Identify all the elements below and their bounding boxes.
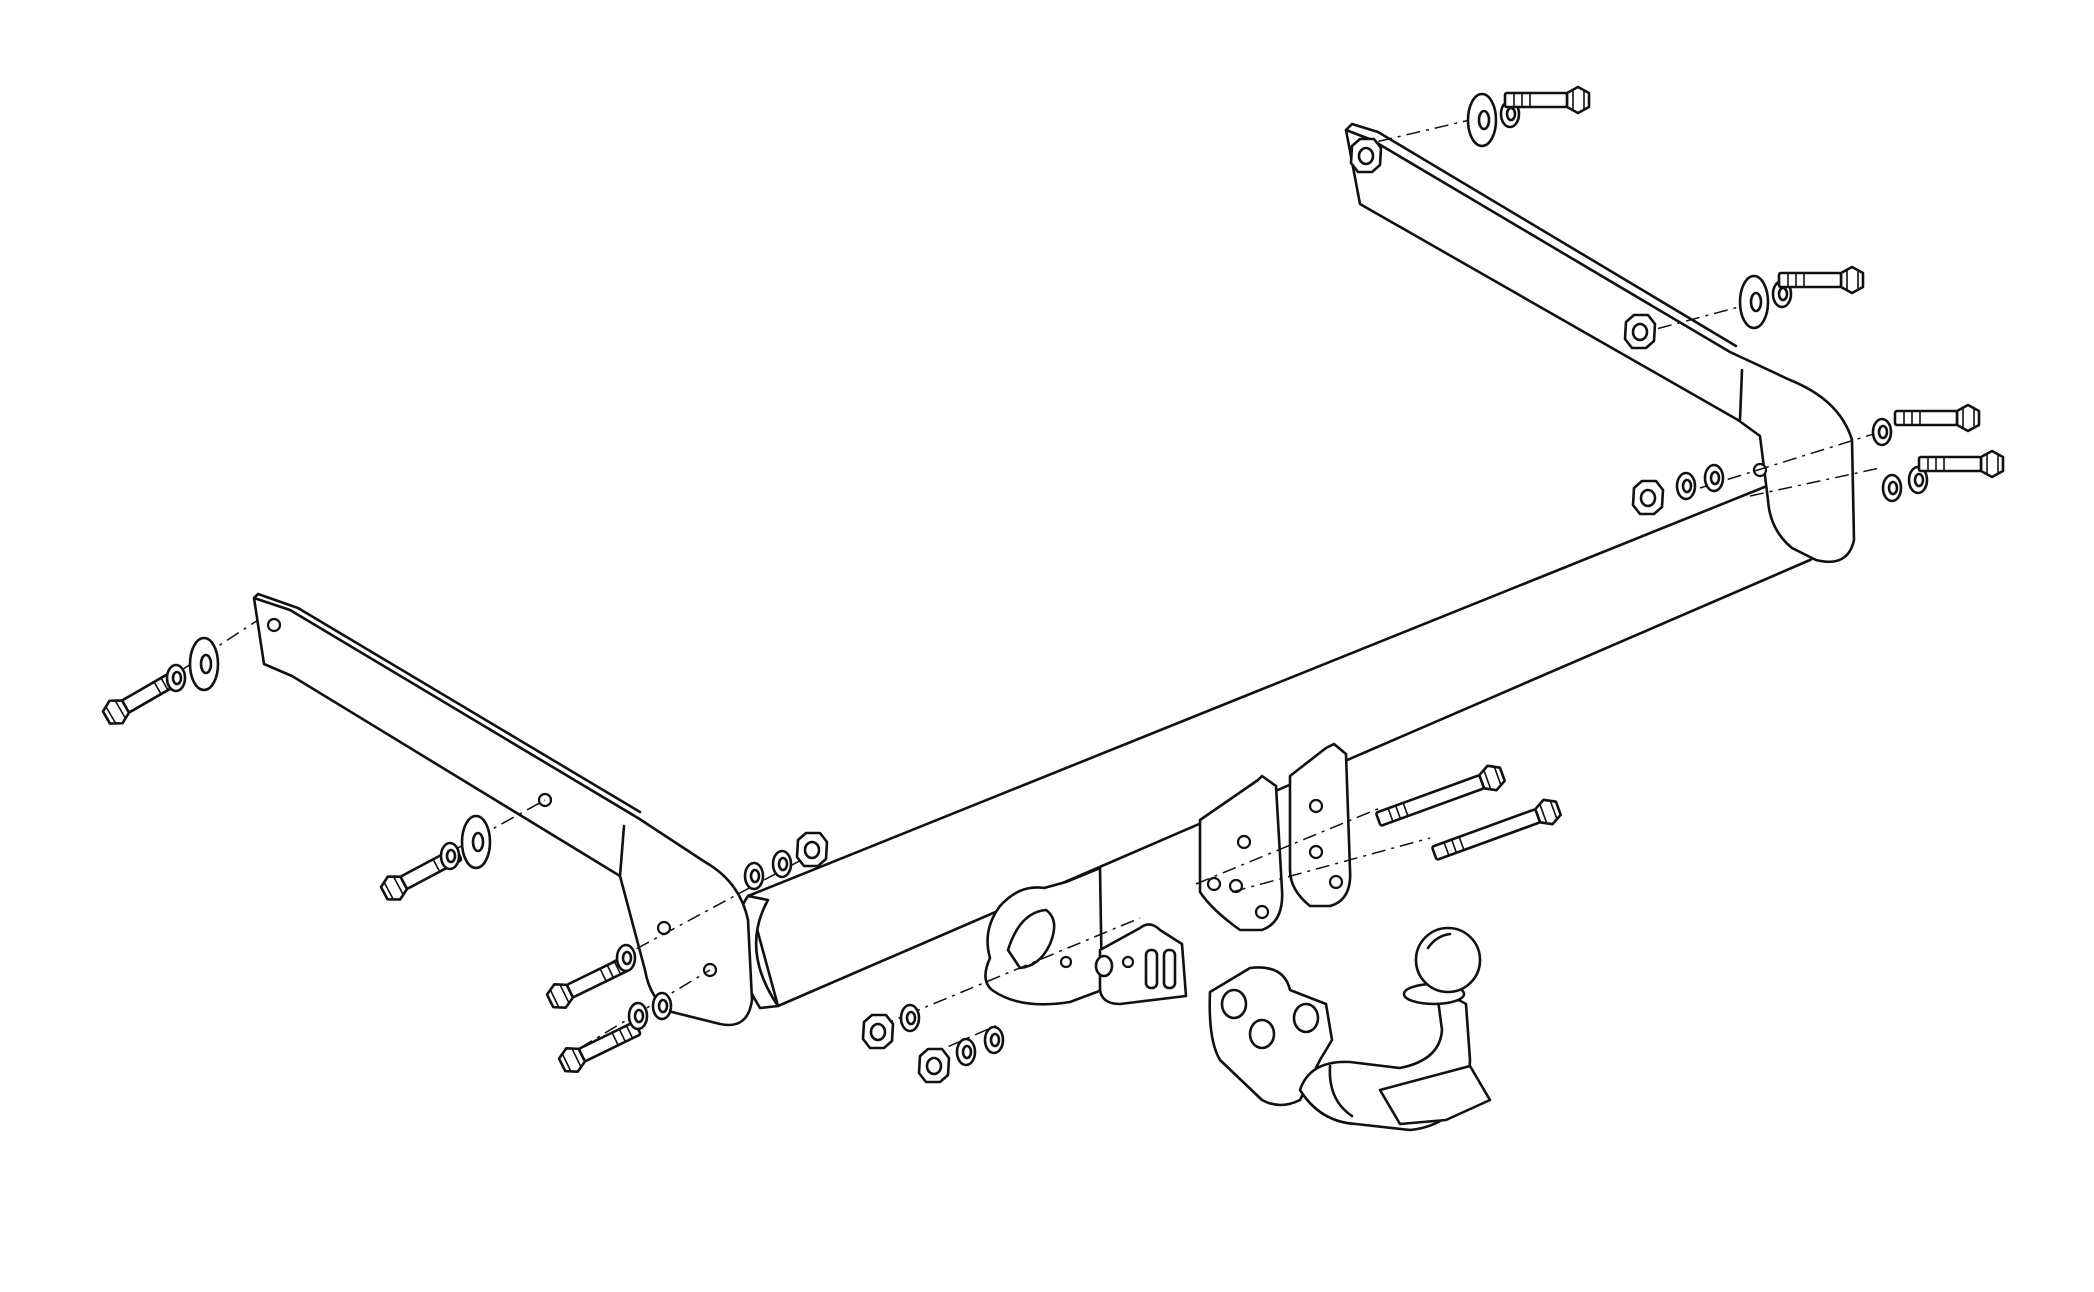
washer-icon — [627, 1001, 649, 1031]
washer-icon — [1871, 417, 1893, 447]
bolt-icon — [1917, 449, 2005, 479]
washer-icon — [165, 663, 187, 693]
nut-icon — [1623, 313, 1657, 350]
right-side-bracket — [1344, 122, 1856, 564]
nut-icon — [861, 1013, 895, 1050]
nut-icon — [795, 831, 829, 868]
crossbar-tube — [734, 465, 1842, 1010]
washer-icon — [188, 636, 220, 692]
washer-icon — [1675, 471, 1697, 501]
bolt-icon — [1428, 794, 1565, 867]
washer-icon — [1703, 463, 1725, 493]
washer-icon — [983, 1025, 1005, 1055]
washer-icon — [1466, 92, 1498, 148]
nut-icon — [917, 1047, 951, 1084]
washer-icon — [771, 849, 793, 879]
left-side-bracket — [252, 592, 754, 1027]
nut-icon — [1349, 137, 1383, 174]
washer-icon — [1738, 274, 1770, 330]
washer-icon — [743, 861, 765, 891]
washer-icon — [439, 841, 461, 871]
bolt-icon — [1893, 403, 1981, 433]
washer-icon — [615, 943, 637, 973]
washer-icon — [460, 814, 492, 870]
washer-icon — [651, 991, 673, 1021]
washer-icon — [955, 1037, 977, 1067]
tow-ball-neck — [1208, 926, 1492, 1132]
center-mounting-plates — [1198, 742, 1352, 932]
bolt-icon — [1372, 760, 1509, 833]
washer-icon — [1881, 473, 1903, 503]
washer-icon — [899, 1003, 921, 1033]
nut-icon — [1631, 479, 1665, 516]
